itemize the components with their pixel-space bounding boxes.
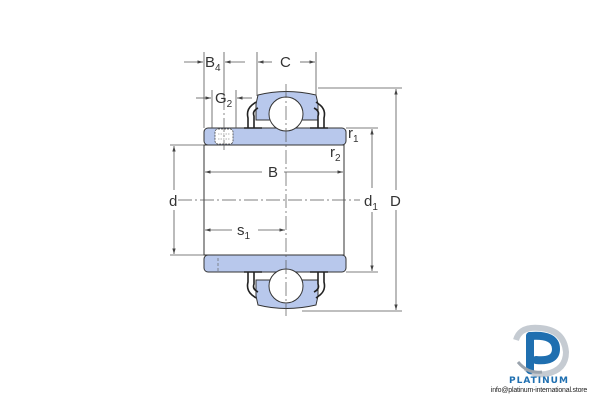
label-r1: r1: [348, 125, 359, 145]
label-s1: s1: [237, 222, 251, 242]
dimension-b4: B4: [184, 52, 245, 128]
dimension-d-bore: d: [169, 144, 204, 256]
platinum-watermark: PLATINUM info@platinum-international.sto…: [478, 322, 600, 400]
dimension-d-outer: D: [302, 87, 402, 312]
dimension-s1: s1: [205, 222, 285, 242]
dimension-g2: G2: [196, 90, 252, 128]
label-r2: r2: [330, 144, 341, 164]
inner-ring-top-section: [203, 127, 347, 146]
inner-ring-bottom-section: [203, 254, 347, 273]
label-b: B: [268, 164, 278, 181]
dimension-b: B: [205, 164, 343, 181]
platinum-brand-name: PLATINUM: [509, 376, 569, 386]
dimension-c: C: [256, 52, 317, 96]
platinum-email: info@platinum-international.store: [490, 387, 588, 394]
platinum-logo-icon: [513, 324, 570, 378]
label-g2: G2: [215, 90, 233, 110]
outer-ring-top: [244, 91, 328, 132]
label-d-outer: D: [390, 193, 401, 210]
label-c: C: [280, 54, 291, 71]
dimension-d1: d1: [346, 127, 378, 273]
label-d: d: [169, 193, 177, 210]
label-d1: d1: [364, 193, 378, 213]
label-b4: B4: [205, 54, 221, 74]
